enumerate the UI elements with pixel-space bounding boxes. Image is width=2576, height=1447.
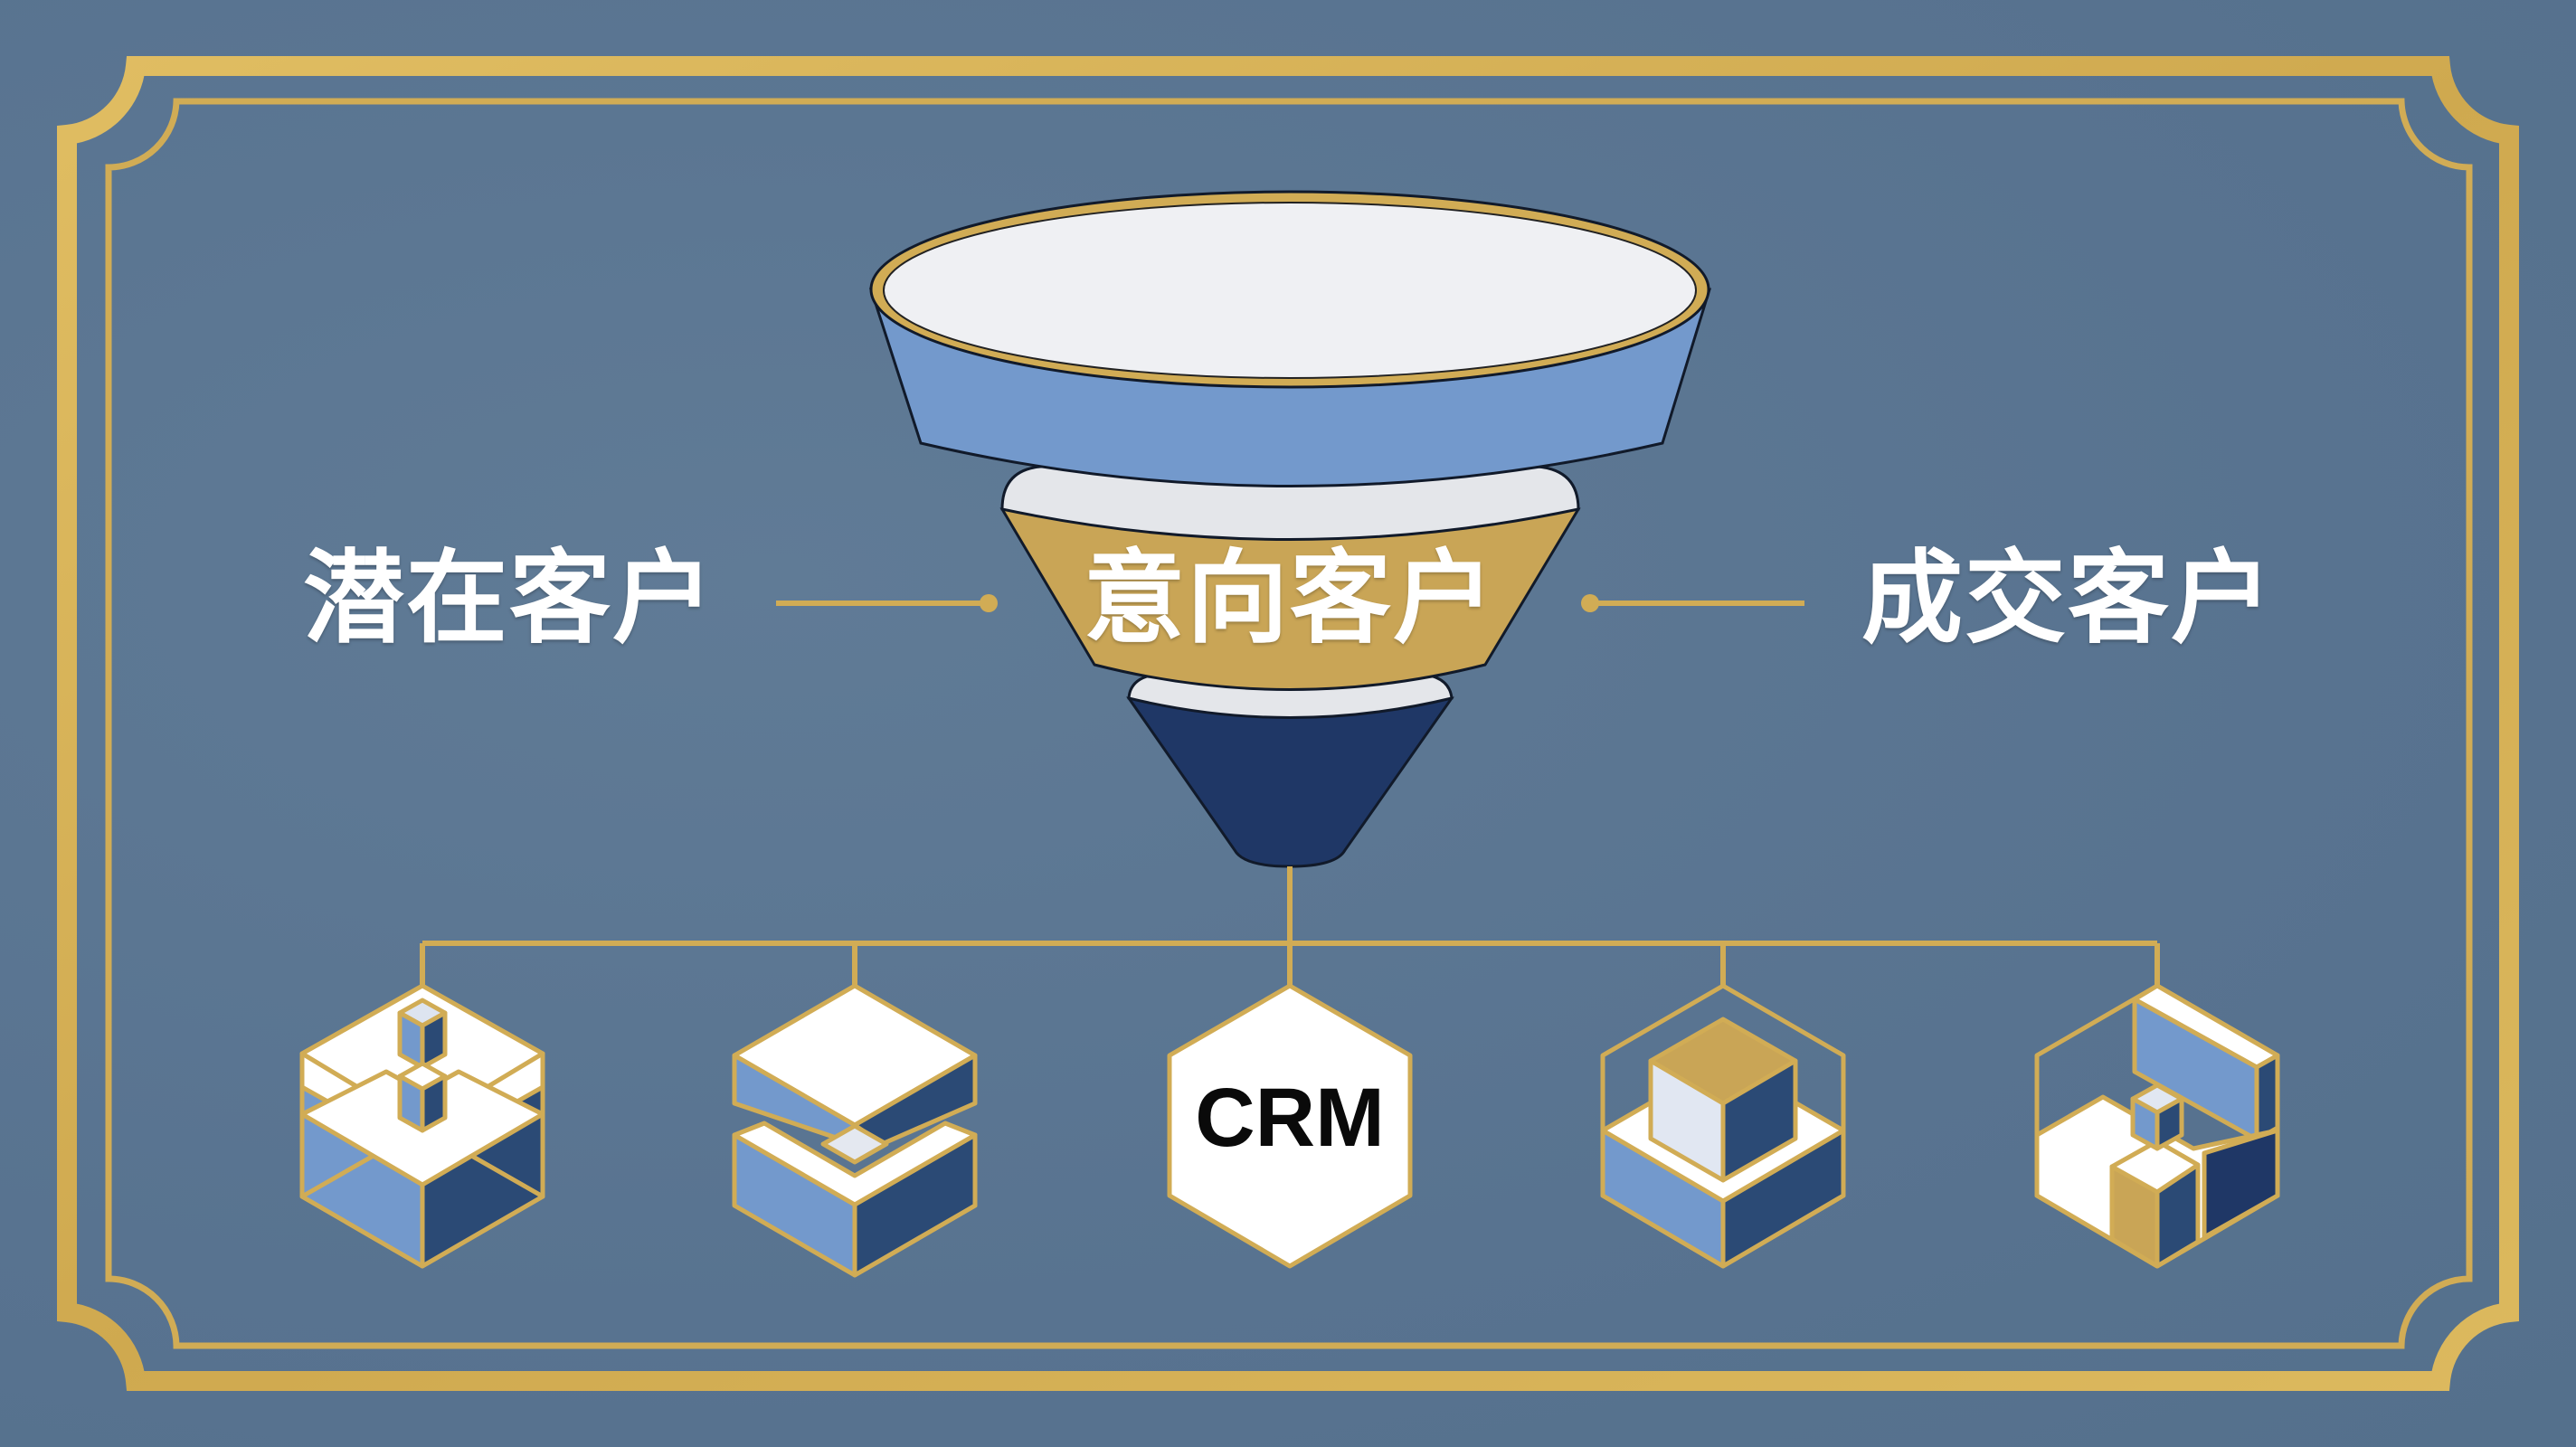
outer-frame: [57, 56, 2519, 1391]
crm-label: CRM: [1195, 1072, 1385, 1164]
split-cube-icon[interactable]: [732, 983, 978, 1278]
stage-label-potential: 潜在客户: [303, 540, 715, 657]
right-connector: [1581, 594, 1804, 612]
inner-frame: [105, 98, 2473, 1349]
funnel: [868, 190, 1712, 868]
left-connector: [776, 594, 998, 612]
gold-cube-on-base-icon[interactable]: [1600, 983, 1846, 1269]
crm-hexagon[interactable]: [1167, 983, 1413, 1269]
tree-connector: [420, 866, 2160, 986]
funnel-top-segment: [868, 190, 1712, 487]
block-cluster-icon[interactable]: [2034, 983, 2280, 1269]
funnel-middle-segment: [999, 465, 1581, 691]
stage-label-closed: 成交客户: [1861, 540, 2274, 657]
funnel-bottom-segment: [1126, 672, 1454, 868]
stacked-cubes-icon[interactable]: [299, 983, 545, 1269]
stage-label-intent: 意向客户: [1084, 540, 1496, 657]
